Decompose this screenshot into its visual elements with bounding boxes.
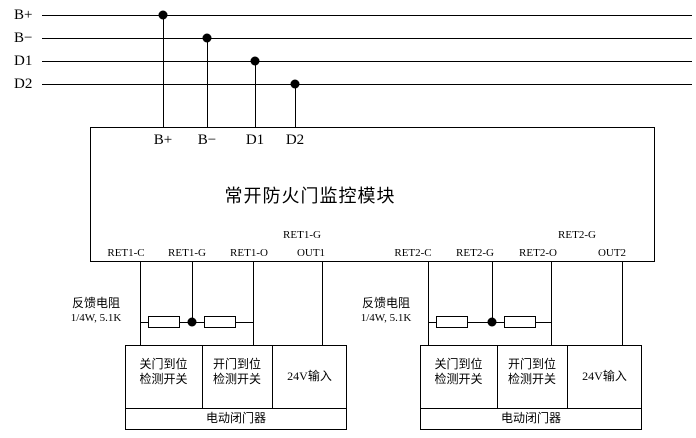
wire-bplus-drop (163, 15, 164, 127)
feedback-resistor-label: 反馈电阻 1/4W, 5.1K (346, 296, 426, 325)
section-label-24v-input: 24V输入 (287, 369, 332, 383)
module-top-terminal-d1: D1 (245, 132, 265, 148)
terminal-label-ret2g-upper: RET2-G (558, 229, 596, 241)
bus-line-d2 (42, 84, 692, 85)
bus-label-d2: D2 (14, 76, 33, 92)
terminal-label-ret2c: RET2-C (394, 247, 432, 259)
wire-ret2g (492, 262, 493, 322)
section-label-close-switch: 关门到位 检测开关 (139, 357, 188, 386)
feedback-resistor-label-line1: 反馈电阻 (361, 296, 410, 310)
wire-resistor-row-1 (140, 322, 253, 323)
bus-label-bminus: B− (14, 30, 33, 46)
terminal-label-ret1g: RET1-G (168, 247, 206, 259)
door-closer-box (125, 345, 347, 430)
bus-label-d1: D1 (14, 53, 33, 69)
section-label-open-switch: 开门到位 检测开关 (507, 357, 556, 386)
module-top-terminal-bplus: B+ (153, 132, 173, 148)
section-label-24v-input: 24V输入 (582, 369, 627, 383)
section-label-close-switch: 关门到位 检测开关 (434, 357, 483, 386)
module-top-terminal-bminus: B− (197, 132, 217, 148)
door-closer-divider (421, 408, 641, 409)
door-closer-label: 电动闭门器 (500, 411, 561, 425)
door-closer-label: 电动闭门器 (205, 411, 266, 425)
terminal-label-ret2g: RET2-G (456, 247, 494, 259)
wire-out1 (322, 262, 323, 345)
wire-d1-drop (255, 61, 256, 127)
door-closer-box (420, 345, 642, 430)
junction-dot (487, 317, 497, 327)
feedback-resistor-label-line1: 反馈电阻 (71, 296, 120, 310)
resistor (436, 316, 468, 328)
terminal-label-ret1c: RET1-C (107, 247, 145, 259)
door-closer-divider (567, 346, 568, 408)
resistor (504, 316, 536, 328)
door-closer-divider (497, 346, 498, 408)
door-closer-divider (202, 346, 203, 408)
terminal-label-ret1o: RET1-O (230, 247, 268, 259)
terminal-label-out1: OUT1 (296, 247, 326, 259)
wire-bminus-drop (207, 38, 208, 127)
bus-line-d1 (42, 61, 692, 62)
wire-ret1o (253, 262, 254, 345)
junction-dot (187, 317, 197, 327)
feedback-resistor-label-line2: 1/4W, 5.1K (70, 312, 122, 324)
module-top-terminal-d2: D2 (285, 132, 305, 148)
feedback-resistor-label: 反馈电阻 1/4W, 5.1K (56, 296, 136, 325)
wire-ret2c (428, 262, 429, 345)
feedback-resistor-label-line2: 1/4W, 5.1K (360, 312, 412, 324)
bus-line-bplus (42, 15, 692, 16)
wire-ret1g (192, 262, 193, 322)
door-closer-divider (272, 346, 273, 408)
terminal-label-ret1g-upper: RET1-G (283, 229, 321, 241)
wire-d2-drop (295, 84, 296, 127)
bus-label-bplus: B+ (14, 7, 33, 23)
bus-line-bminus (42, 38, 692, 39)
wire-ret1c (140, 262, 141, 345)
module-box (90, 127, 655, 262)
section-label-open-switch: 开门到位 检测开关 (212, 357, 261, 386)
terminal-label-ret2o: RET2-O (519, 247, 557, 259)
resistor (204, 316, 236, 328)
door-closer-divider (126, 408, 346, 409)
module-title: 常开防火门监控模块 (224, 186, 396, 206)
terminal-label-out2: OUT2 (597, 247, 627, 259)
wire-out2 (622, 262, 623, 345)
resistor (148, 316, 180, 328)
wire-ret2o (551, 262, 552, 345)
